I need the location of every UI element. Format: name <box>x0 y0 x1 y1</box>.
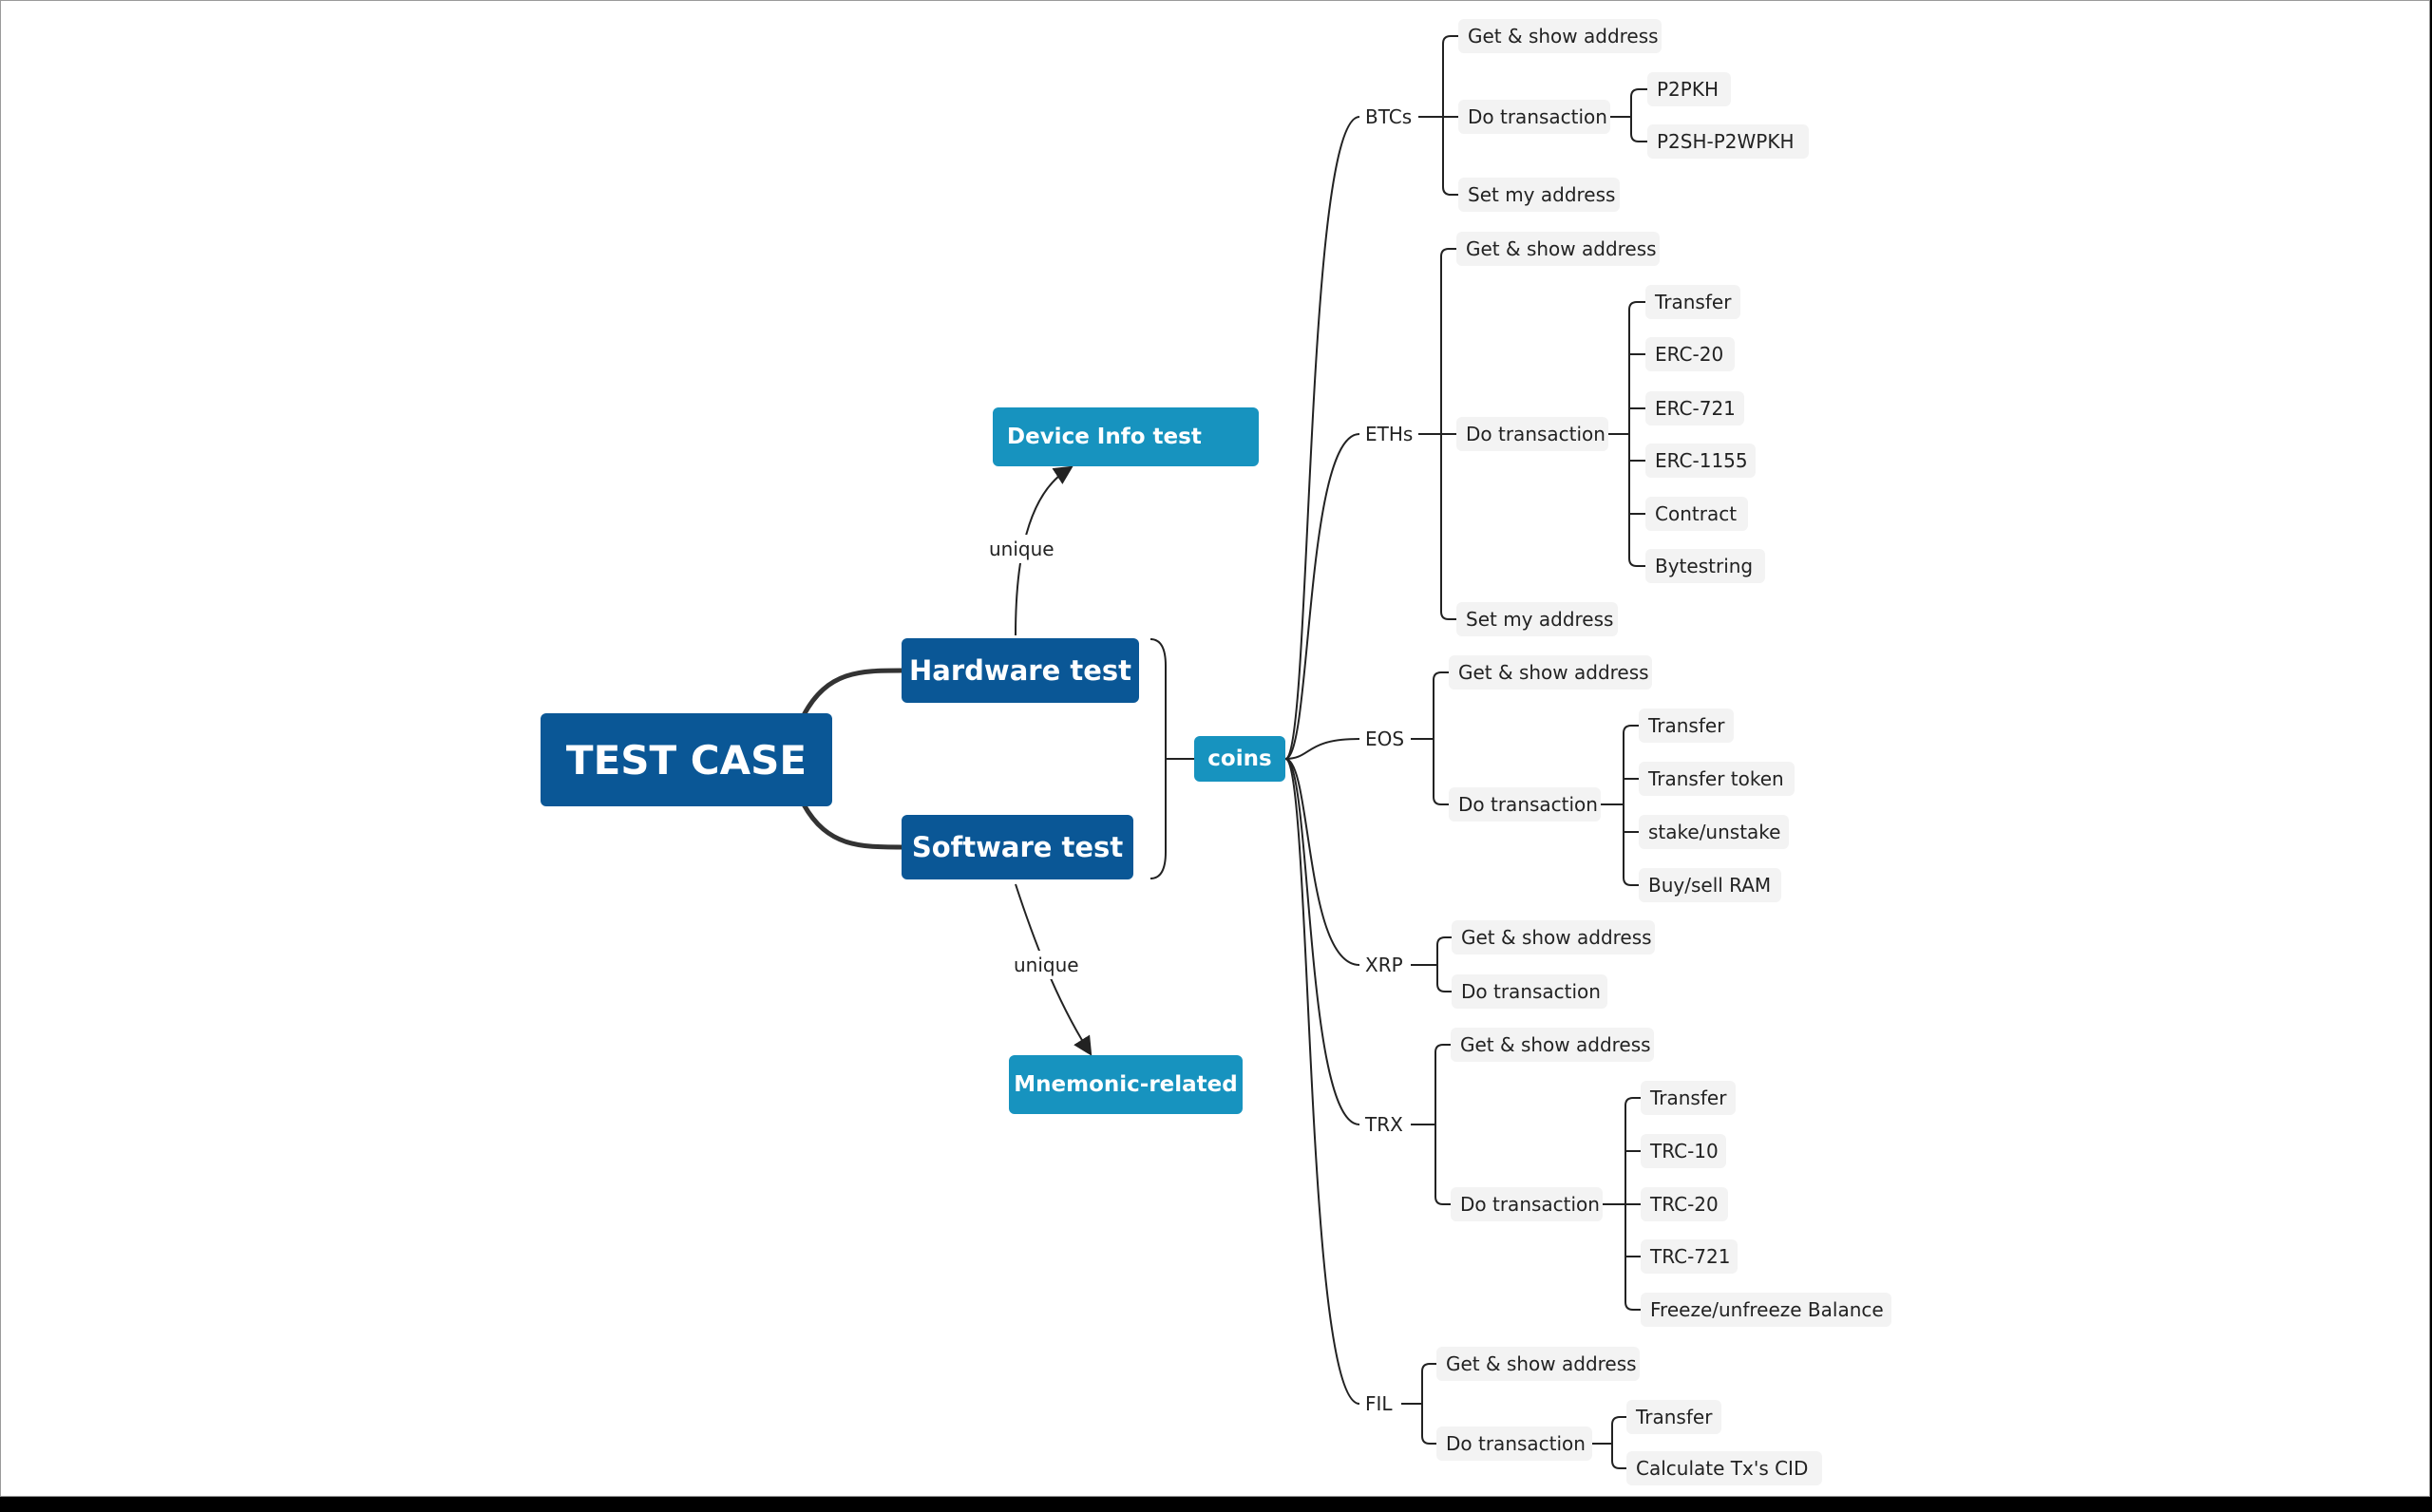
trx-bracket-branch-0 <box>1434 1044 1451 1053</box>
btc-bracket-branch-0 <box>1442 35 1458 45</box>
coins-topic[interactable]: coins <box>1194 736 1285 782</box>
xrp-get-show-address[interactable]: Get & show address <box>1452 920 1655 954</box>
coin-eos[interactable]: EOS <box>1359 722 1405 756</box>
xrp-bracket-branch-1 <box>1436 983 1452 992</box>
btc-p2pkh[interactable]: P2PKH <box>1647 72 1731 106</box>
eos-tx-bracket-branch-0 <box>1623 725 1639 734</box>
eth-tx-bracket-branch-0 <box>1628 301 1645 311</box>
eth-set-my-address[interactable]: Set my address <box>1456 602 1618 636</box>
trx-trc-20[interactable]: TRC-20 <box>1641 1187 1728 1221</box>
btc-get-show-address[interactable]: Get & show address <box>1458 19 1662 53</box>
btc-p2sh-p2wpkh[interactable]: P2SH-P2WPKH <box>1647 124 1809 159</box>
eos-buy-sell-ram[interactable]: Buy/sell RAM <box>1639 868 1781 902</box>
trx-trc-721[interactable]: TRC-721 <box>1641 1239 1738 1274</box>
fil-tx-bracket-branch-1 <box>1611 1460 1626 1469</box>
eth-bracket-branch-2 <box>1440 611 1456 620</box>
btc-set-my-address[interactable]: Set my address <box>1458 178 1620 212</box>
trx-bracket-branch-1 <box>1434 1196 1451 1205</box>
link-coins-fil <box>1284 758 1360 1405</box>
eth-get-show-address[interactable]: Get & show address <box>1456 232 1660 266</box>
xrp-do-transaction[interactable]: Do transaction <box>1452 974 1607 1009</box>
btc-tx-bracket-branch-0 <box>1630 88 1647 98</box>
trx-freeze-unfreeze-balance[interactable]: Freeze/unfreeze Balance <box>1641 1293 1891 1327</box>
coin-btc[interactable]: BTCs <box>1359 100 1413 134</box>
xrp-bracket-branch-0 <box>1436 936 1452 946</box>
link-coins-xrp <box>1284 758 1360 966</box>
software-test-topic[interactable]: Software test <box>902 815 1133 879</box>
link-coins-trx <box>1284 758 1360 1125</box>
eth-do-transaction[interactable]: Do transaction <box>1456 417 1608 451</box>
fil-transfer[interactable]: Transfer <box>1626 1400 1721 1434</box>
fil-get-show-address[interactable]: Get & show address <box>1436 1347 1640 1381</box>
link-root-hardware <box>801 668 902 717</box>
link-coins-eos <box>1284 738 1360 760</box>
link-root-software <box>801 803 902 850</box>
eth-tx-bracket-branch-5 <box>1628 558 1645 567</box>
coin-xrp[interactable]: XRP <box>1359 948 1403 982</box>
eos-stake-unstake[interactable]: stake/unstake <box>1639 815 1789 849</box>
eth-bracket-branch-0 <box>1440 248 1456 257</box>
summary-bracket <box>1150 638 1167 879</box>
eos-bracket-branch-1 <box>1433 796 1449 805</box>
eos-tx-bracket-branch-3 <box>1623 877 1639 886</box>
eos-transfer[interactable]: Transfer <box>1639 709 1734 743</box>
btc-tx-bracket-branch-1 <box>1630 133 1647 142</box>
trx-transfer[interactable]: Transfer <box>1641 1081 1736 1115</box>
fil-do-transaction[interactable]: Do transaction <box>1436 1427 1592 1461</box>
relation-label-hardware-unique: unique <box>985 535 1058 563</box>
coin-trx[interactable]: TRX <box>1359 1107 1403 1142</box>
coin-eth[interactable]: ETHs <box>1359 417 1414 451</box>
btc-do-transaction[interactable]: Do transaction <box>1458 100 1610 134</box>
eos-get-show-address[interactable]: Get & show address <box>1449 655 1652 690</box>
trx-trc-10[interactable]: TRC-10 <box>1641 1134 1726 1168</box>
eos-transfer-token[interactable]: Transfer token <box>1639 762 1795 796</box>
fil-calculate-tx-cid[interactable]: Calculate Tx's CID <box>1626 1451 1822 1485</box>
hardware-test-topic[interactable]: Hardware test <box>902 638 1139 703</box>
mnemonic-related-topic[interactable]: Mnemonic-related <box>1009 1055 1243 1114</box>
device-info-test-topic[interactable]: Device Info test <box>993 407 1259 466</box>
fil-bracket-branch-1 <box>1421 1435 1436 1445</box>
trx-tx-bracket-branch-0 <box>1624 1097 1641 1106</box>
eos-do-transaction[interactable]: Do transaction <box>1449 787 1601 822</box>
eth-bytestring[interactable]: Bytestring <box>1645 549 1765 583</box>
eth-erc-20[interactable]: ERC-20 <box>1645 337 1735 371</box>
btc-bracket-branch-2 <box>1442 186 1458 196</box>
trx-do-transaction[interactable]: Do transaction <box>1451 1187 1603 1221</box>
trx-get-show-address[interactable]: Get & show address <box>1451 1028 1654 1062</box>
eth-contract[interactable]: Contract <box>1645 497 1748 531</box>
eth-transfer[interactable]: Transfer <box>1645 285 1740 319</box>
eth-erc-721[interactable]: ERC-721 <box>1645 391 1744 425</box>
eth-erc-1155[interactable]: ERC-1155 <box>1645 444 1756 478</box>
fil-bracket-branch-0 <box>1421 1363 1436 1372</box>
root-topic[interactable]: TEST CASE <box>541 713 832 806</box>
trx-tx-bracket-branch-4 <box>1624 1301 1641 1311</box>
link-coins-btc <box>1284 116 1360 760</box>
link-coins-eth <box>1284 433 1360 760</box>
fil-tx-bracket-branch-0 <box>1611 1416 1626 1426</box>
coin-fil[interactable]: FIL <box>1359 1387 1393 1421</box>
relation-label-software-unique: unique <box>1010 951 1083 979</box>
eos-bracket-branch-0 <box>1433 671 1449 681</box>
